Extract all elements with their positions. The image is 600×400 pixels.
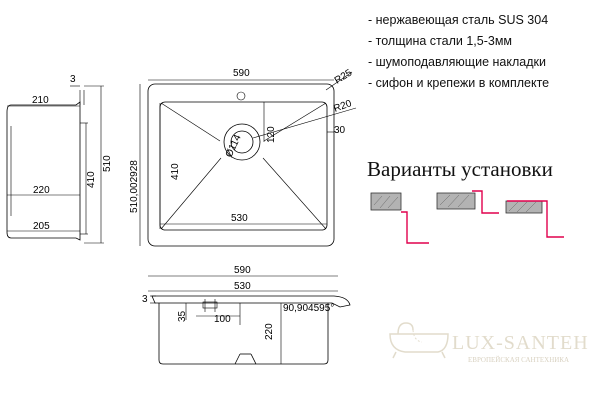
top-rim-label: 30 <box>334 125 346 136</box>
lux-santeh-logo-bathtub-icon <box>389 322 449 359</box>
spec-material: - нержавеющая сталь SUS 304 <box>368 13 549 27</box>
top-radius-outer-label: R25 <box>333 67 355 86</box>
spec-siphon: - сифон и крепежи в комплекте <box>368 76 550 90</box>
install-option-3 <box>505 200 564 238</box>
install-option-1 <box>370 192 429 244</box>
brand-tagline: ЕВРОПЕЙСКАЯ САНТЕХНИКА <box>468 356 570 364</box>
front-width-outer-label: 590 <box>234 265 251 276</box>
spec-thickness: - толщина стали 1,5-3мм <box>368 34 513 48</box>
top-view: 590 R25 R20 120 Ø114 30 410 510,002928 5… <box>129 67 357 247</box>
top-drain-diameter-label: Ø114 <box>224 133 244 160</box>
brand-logo-text: LUX-SANTEH <box>452 332 589 354</box>
top-inner-width-label: 530 <box>231 213 248 224</box>
front-thickness-label: 3 <box>142 294 148 305</box>
top-inner-height-label: 410 <box>170 163 181 180</box>
side-middle-label: 220 <box>33 185 50 196</box>
front-drain-height-label: 35 <box>177 310 188 322</box>
front-drain-width-label: 100 <box>214 314 231 325</box>
spec-noise-pads: - шумоподавляющие накладки <box>368 55 546 69</box>
side-outer-height-label: 510 <box>102 155 113 172</box>
top-radius-inner-label: R20 <box>332 98 353 115</box>
front-width-inner-label: 530 <box>234 281 251 292</box>
front-depth-label: 220 <box>264 323 275 340</box>
side-inner-height-label: 410 <box>86 171 97 188</box>
side-view: 3 210 220 205 410 510 <box>6 74 113 244</box>
top-drain-offset-label: 120 <box>266 126 277 143</box>
front-angle-label: 90,904595° <box>283 303 334 314</box>
install-option-2 <box>436 190 499 214</box>
side-bottom-label: 205 <box>33 221 50 232</box>
install-options-heading: Варианты установки <box>367 157 553 181</box>
side-top-label: 210 <box>32 95 49 106</box>
top-width-outer-label: 590 <box>233 68 250 79</box>
front-view: 590 530 3 35 100 220 90,904595° <box>142 265 351 365</box>
top-outer-height-label: 510,002928 <box>129 160 140 213</box>
side-thickness-label: 3 <box>70 74 76 85</box>
